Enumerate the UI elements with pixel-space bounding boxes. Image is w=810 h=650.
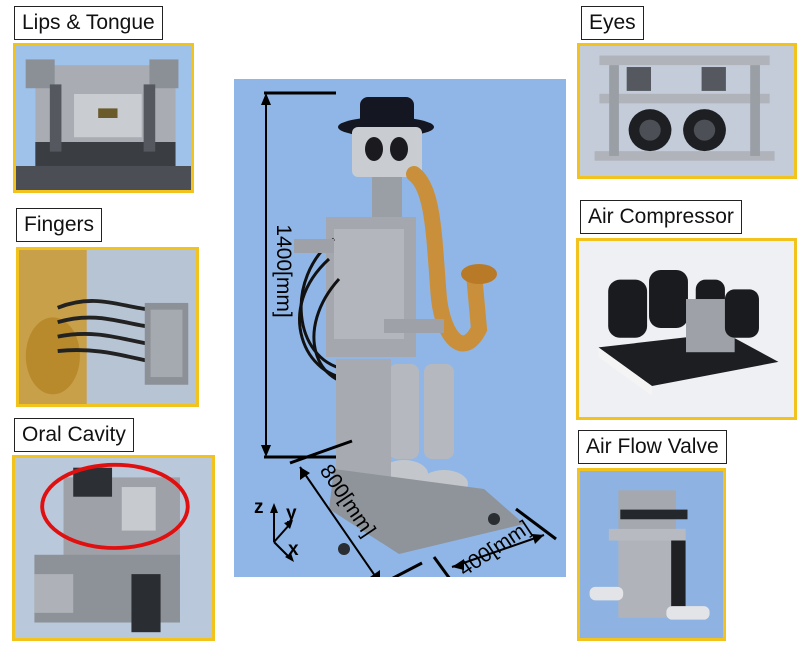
- air-compressor-illustration: [579, 241, 794, 417]
- label-lips-tongue: Lips & Tongue: [14, 6, 163, 40]
- oral-cavity-mechanism-illustration: [15, 458, 212, 638]
- dimension-height-label: 1400[mm]: [272, 224, 295, 318]
- photo-lips-tongue: [13, 43, 194, 193]
- label-fingers: Fingers: [16, 208, 103, 242]
- air-flow-valve-illustration: [580, 471, 723, 638]
- label-oral-cavity: Oral Cavity: [14, 418, 134, 452]
- label-air-flow-valve: Air Flow Valve: [578, 430, 727, 464]
- label-air-flow-valve-text: Air Flow Valve: [586, 435, 719, 458]
- photo-air-flow-valve: [577, 468, 726, 641]
- label-eyes-text: Eyes: [589, 11, 636, 34]
- photo-air-compressor: [576, 238, 797, 420]
- photo-eyes: [577, 43, 797, 179]
- label-fingers-text: Fingers: [24, 213, 95, 236]
- axis-x-label: x: [288, 539, 299, 560]
- lips-tongue-mechanism-illustration: [16, 46, 191, 190]
- photo-saxophone-robot: 1400[mm] 800[mm] 400[mm] z y x: [234, 79, 566, 577]
- axis-y-label: y: [286, 503, 297, 524]
- eyes-mechanism-illustration: [580, 46, 794, 176]
- saxophone-robot-illustration: [234, 79, 566, 577]
- label-air-compressor-text: Air Compressor: [588, 205, 734, 228]
- label-air-compressor: Air Compressor: [580, 200, 742, 234]
- label-eyes: Eyes: [581, 6, 644, 40]
- fingers-mechanism-illustration: [19, 250, 196, 404]
- label-oral-cavity-text: Oral Cavity: [22, 423, 126, 446]
- axis-z-label: z: [254, 497, 264, 518]
- label-lips-tongue-text: Lips & Tongue: [22, 11, 155, 34]
- photo-fingers: [16, 247, 199, 407]
- photo-oral-cavity: [12, 455, 215, 641]
- highlight-ellipse: [40, 462, 190, 550]
